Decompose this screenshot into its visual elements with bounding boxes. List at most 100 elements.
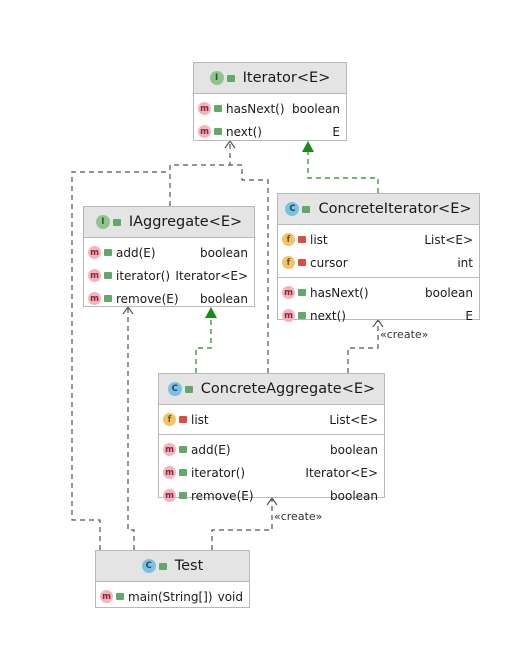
method-row[interactable]: m iterator() Iterator<E> [159, 461, 384, 484]
method-icon: m [88, 292, 101, 305]
public-visibility-icon [104, 249, 112, 256]
method-name: next() [310, 308, 346, 323]
class-name: IAggregate<E> [128, 214, 243, 230]
class-header: C ConcreteIterator<E> [278, 194, 479, 225]
field-icon: f [282, 256, 295, 269]
methods-section: m main(String[]) void [96, 582, 249, 611]
method-type: boolean [425, 285, 473, 300]
fields-section: f list List<E> f cursor int [278, 225, 479, 278]
class-header: I IAggregate<E> [84, 207, 254, 238]
interface-icon: I [95, 215, 110, 229]
public-visibility-icon [179, 469, 187, 476]
method-row[interactable]: m hasNext() boolean [278, 281, 479, 304]
private-lock-icon [298, 259, 306, 266]
class-name: ConcreteAggregate<E> [200, 381, 376, 397]
field-type: int [457, 255, 473, 270]
method-type: boolean [292, 101, 340, 116]
field-row[interactable]: f cursor int [278, 251, 479, 274]
method-icon: m [163, 489, 176, 502]
public-visibility-icon [184, 385, 193, 393]
realization-concreteaggregate-iaggregate [195, 318, 212, 373]
public-visibility-icon [214, 105, 222, 112]
method-name: add(E) [191, 442, 231, 457]
class-name: Iterator<E> [242, 70, 331, 86]
method-icon: m [198, 102, 211, 115]
method-row[interactable]: m hasNext() boolean [194, 97, 346, 120]
method-type: boolean [200, 291, 248, 306]
class-header: C ConcreteAggregate<E> [159, 374, 384, 405]
method-row[interactable]: m add(E) boolean [159, 438, 384, 461]
methods-section: m hasNext() boolean m next() E [194, 94, 346, 146]
method-name: iterator() [191, 465, 246, 480]
dependency-create-concreteaggregate [211, 498, 273, 550]
create-label-concreteiterator: «create» [380, 328, 428, 341]
class-icon: C [141, 559, 156, 573]
public-visibility-icon [298, 289, 306, 296]
field-row[interactable]: f list List<E> [159, 408, 384, 431]
class-iterator[interactable]: I Iterator<E> m hasNext() boolean m next… [193, 62, 347, 141]
class-iaggregate[interactable]: I IAggregate<E> m add(E) boolean m itera… [83, 206, 255, 307]
dependency-test-iaggregate [127, 307, 135, 550]
method-icon: m [163, 466, 176, 479]
method-type: Iterator<E> [175, 268, 248, 283]
field-name: list [310, 232, 328, 247]
method-name: add(E) [116, 245, 156, 260]
methods-section: m add(E) boolean m iterator() Iterator<E… [159, 435, 384, 510]
public-visibility-icon [179, 492, 187, 499]
method-row[interactable]: m next() E [278, 304, 479, 327]
method-icon: m [282, 309, 295, 322]
method-type: E [332, 124, 340, 139]
method-type: boolean [200, 245, 248, 260]
method-name: next() [226, 124, 262, 139]
method-icon: m [88, 246, 101, 259]
field-name: list [191, 412, 209, 427]
method-name: hasNext() [226, 101, 285, 116]
dependency-create-concreteiterator [347, 320, 379, 373]
public-visibility-icon [112, 218, 121, 226]
method-row[interactable]: m iterator() Iterator<E> [84, 264, 254, 287]
class-test[interactable]: C Test m main(String[]) void [95, 550, 250, 608]
method-row[interactable]: m remove(E) boolean [84, 287, 254, 310]
method-type: boolean [330, 488, 378, 503]
method-icon: m [88, 269, 101, 282]
class-icon: C [167, 382, 182, 396]
dependency-concreteaggregate-iterator [230, 164, 269, 373]
dependency-arrowhead-concreteiterator [372, 318, 384, 328]
public-visibility-icon [116, 593, 124, 600]
class-name: ConcreteIterator<E> [318, 201, 472, 217]
method-row[interactable]: m main(String[]) void [96, 585, 249, 608]
method-name: remove(E) [191, 488, 254, 503]
fields-section: f list List<E> [159, 405, 384, 435]
method-name: main(String[]) [128, 589, 213, 604]
method-name: remove(E) [116, 291, 179, 306]
public-visibility-icon [104, 272, 112, 279]
field-icon: f [282, 233, 295, 246]
class-name: Test [174, 558, 204, 574]
class-concreteiterator[interactable]: C ConcreteIterator<E> f list List<E> f c… [277, 193, 480, 323]
class-header: I Iterator<E> [194, 63, 346, 94]
dependency-arrowhead-concreteaggregate [266, 496, 278, 506]
methods-section: m hasNext() boolean m next() E [278, 278, 479, 330]
private-lock-icon [179, 416, 187, 423]
class-concreteaggregate[interactable]: C ConcreteAggregate<E> f list List<E> m … [158, 373, 385, 503]
realization-arrowhead-iterator [302, 141, 314, 152]
method-name: hasNext() [310, 285, 369, 300]
create-label-concreteaggregate: «create» [274, 510, 322, 523]
field-row[interactable]: f list List<E> [278, 228, 479, 251]
private-lock-icon [298, 236, 306, 243]
method-type: Iterator<E> [305, 465, 378, 480]
public-visibility-icon [302, 205, 311, 213]
method-row[interactable]: m remove(E) boolean [159, 484, 384, 507]
class-header: C Test [96, 551, 249, 582]
interface-icon: I [209, 71, 224, 85]
public-visibility-icon [298, 312, 306, 319]
method-row[interactable]: m next() E [194, 120, 346, 143]
method-row[interactable]: m add(E) boolean [84, 241, 254, 264]
public-visibility-icon [104, 295, 112, 302]
field-type: List<E> [329, 412, 378, 427]
method-icon: m [198, 125, 211, 138]
public-visibility-icon [214, 128, 222, 135]
dependency-arrowhead-iterator [224, 139, 236, 149]
realization-concreteiterator-iterator [307, 152, 379, 193]
